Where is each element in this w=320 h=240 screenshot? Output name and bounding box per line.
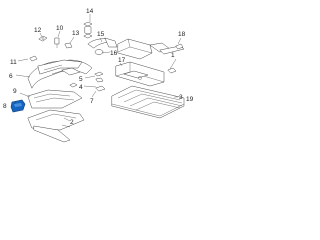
part-lower-heat-shield[interactable] xyxy=(27,109,85,131)
callout-18: 18 xyxy=(178,31,186,38)
callout-5: 5 xyxy=(79,76,83,83)
callout-10: 10 xyxy=(56,25,64,32)
callout-8: 8 xyxy=(3,103,7,110)
part-8-highlighted-sensor[interactable] xyxy=(10,99,26,113)
part-1-hanger[interactable] xyxy=(167,67,177,74)
part-front-pipe[interactable] xyxy=(87,37,118,55)
callout-12: 12 xyxy=(34,27,42,34)
part-3-clamp[interactable] xyxy=(175,43,184,50)
callout-labels: 14 12 10 13 15 16 17 18 11 6 5 4 9 7 8 1… xyxy=(3,8,194,126)
part-19-underbody-shield[interactable] xyxy=(111,85,185,119)
callout-13: 13 xyxy=(72,30,80,37)
part-catalytic-converter[interactable] xyxy=(117,38,185,60)
part-13-clip[interactable] xyxy=(64,42,73,49)
callout-9: 9 xyxy=(13,88,17,95)
callout-6: 6 xyxy=(9,73,13,80)
exhaust-system-parts-diagram: 14 12 10 13 15 16 17 18 11 6 5 4 9 7 8 1… xyxy=(3,8,194,143)
part-lower-pipe[interactable] xyxy=(33,125,71,143)
part-14-bracket[interactable] xyxy=(83,21,93,39)
part-10-bolt[interactable] xyxy=(54,37,60,48)
part-5-nut[interactable] xyxy=(69,82,78,88)
callout-16: 16 xyxy=(110,50,118,57)
part-exhaust-manifold[interactable] xyxy=(27,59,93,89)
callout-11: 11 xyxy=(10,59,17,66)
part-12-gasket[interactable] xyxy=(38,35,48,42)
callout-3: 3 xyxy=(179,94,183,101)
part-4-bolt[interactable] xyxy=(94,71,104,83)
callout-17: 17 xyxy=(118,57,126,64)
callout-7: 7 xyxy=(90,98,94,105)
leader-lines xyxy=(13,14,182,128)
callout-19: 19 xyxy=(186,96,194,103)
callout-14: 14 xyxy=(86,8,94,15)
part-6-sensor[interactable] xyxy=(95,85,106,92)
callout-15: 15 xyxy=(97,31,105,38)
callout-2: 2 xyxy=(70,119,74,126)
part-7-heat-shield[interactable] xyxy=(27,89,83,109)
part-11-stud[interactable] xyxy=(29,55,38,62)
callout-4: 4 xyxy=(79,84,83,91)
callout-1: 1 xyxy=(171,52,175,59)
part-muffler-assembly[interactable] xyxy=(115,61,165,87)
